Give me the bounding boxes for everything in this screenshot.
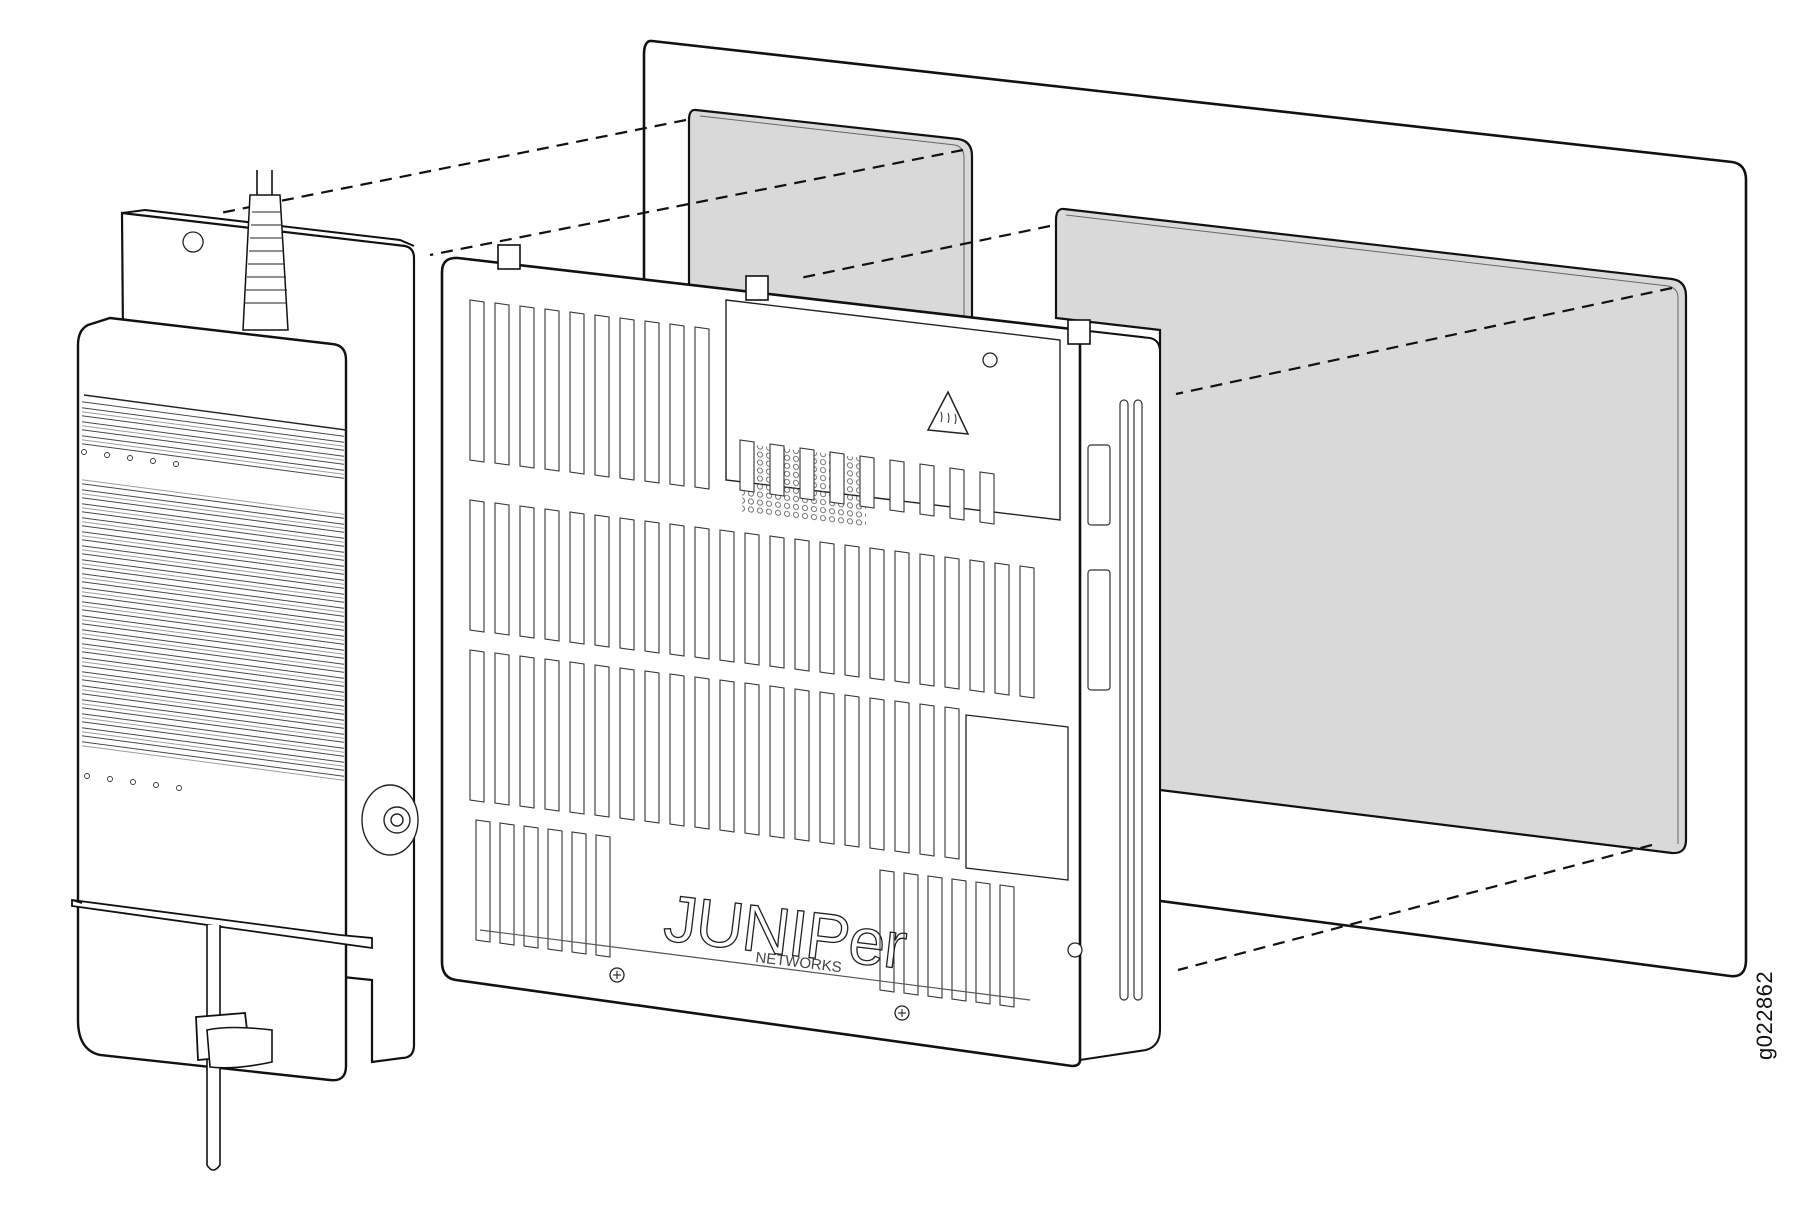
figure-id-label: g022862 [1752, 970, 1777, 1060]
power-supply-with-bracket [71, 170, 419, 1082]
main-device-chassis: JUNIPer NETWORKS [440, 244, 1161, 1068]
alignment-guide-lines [219, 118, 1673, 972]
keyhole-slot [182, 231, 204, 253]
adhesive-pad-lower [1054, 207, 1688, 855]
cable-tie [195, 925, 273, 1171]
hot-surface-warning-icon [926, 390, 970, 435]
strain-relief [242, 194, 289, 331]
